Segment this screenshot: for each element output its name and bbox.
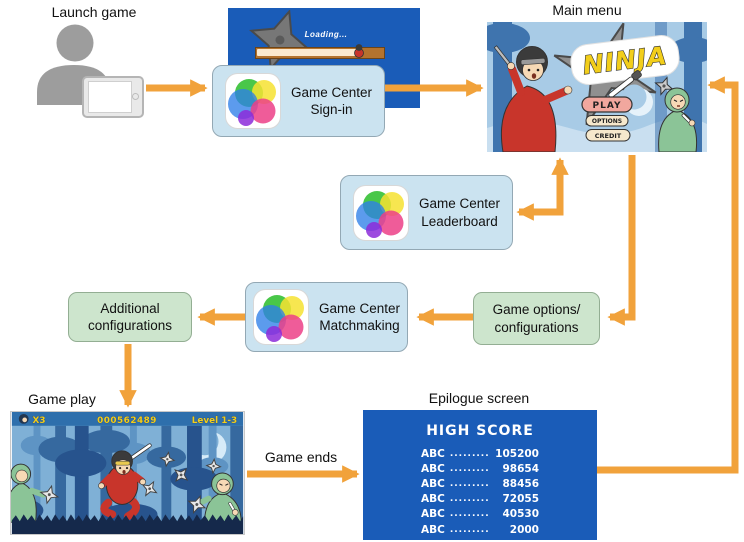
credit-button-label: CREDIT xyxy=(595,132,622,140)
arrow-menu-to-options xyxy=(607,155,636,326)
high-score-title: HIGH SCORE xyxy=(426,423,534,439)
high-score-table: ABC.........105200 ABC.........98654 ABC… xyxy=(363,446,597,537)
epilogue-screenshot: HIGH SCORE ABC.........105200 ABC.......… xyxy=(363,410,597,540)
hud-score: 000562489 xyxy=(97,416,157,426)
tablet-home-button xyxy=(132,93,139,100)
options-button-label: OPTIONS xyxy=(592,118,622,125)
play-button-label: PLAY xyxy=(593,101,622,111)
game-center-icon xyxy=(224,73,281,129)
game-logo: NINJA xyxy=(570,35,680,85)
label-epilogue-screen: Epilogue screen xyxy=(428,390,530,406)
high-score-row: ABC.........72055 xyxy=(421,493,539,506)
high-score-row: ABC.........105200 xyxy=(421,447,539,460)
node-game-options: Game options/configurations xyxy=(473,292,600,345)
hud-lives: X3 xyxy=(33,416,46,426)
red-ninja xyxy=(98,443,152,521)
red-ninja xyxy=(493,45,573,152)
tablet-screen xyxy=(88,81,132,113)
label-game-play: Game play xyxy=(28,391,96,407)
arrow-menu-leaderboard xyxy=(516,157,569,221)
menu-buttons: PLAY OPTIONS CREDIT xyxy=(581,96,633,142)
tablet-icon xyxy=(82,76,144,118)
game-center-icon xyxy=(252,289,309,345)
gameplay-screenshot: X3 000562489 Level 1-3 xyxy=(10,411,245,535)
green-ninja-left xyxy=(11,463,47,523)
shuriken-icons xyxy=(39,451,222,514)
loading-text: Loading... xyxy=(304,30,348,39)
loading-progress-fill xyxy=(257,49,357,56)
grass xyxy=(11,514,244,534)
label-launch-game: Launch game xyxy=(51,4,137,20)
label-main-menu: Main menu xyxy=(552,2,622,18)
shuriken-icon xyxy=(249,10,311,71)
high-score-row: ABC.........88456 xyxy=(421,477,539,490)
node-label: Game options/configurations xyxy=(492,302,581,335)
high-score-row: ABC.........98654 xyxy=(421,462,539,475)
hud-level: Level 1-3 xyxy=(192,416,237,426)
game-center-icon xyxy=(352,184,409,241)
high-score-row: ABC.........40530 xyxy=(421,508,539,521)
label-game-ends: Game ends xyxy=(264,449,338,465)
loading-progress-bar xyxy=(255,44,385,59)
loading-ninja-icon xyxy=(354,44,364,58)
main-menu-screenshot: NINJA xyxy=(487,22,707,152)
high-score-row: ABC.........2000 xyxy=(421,523,539,536)
hud: X3 000562489 Level 1-3 xyxy=(11,412,244,426)
